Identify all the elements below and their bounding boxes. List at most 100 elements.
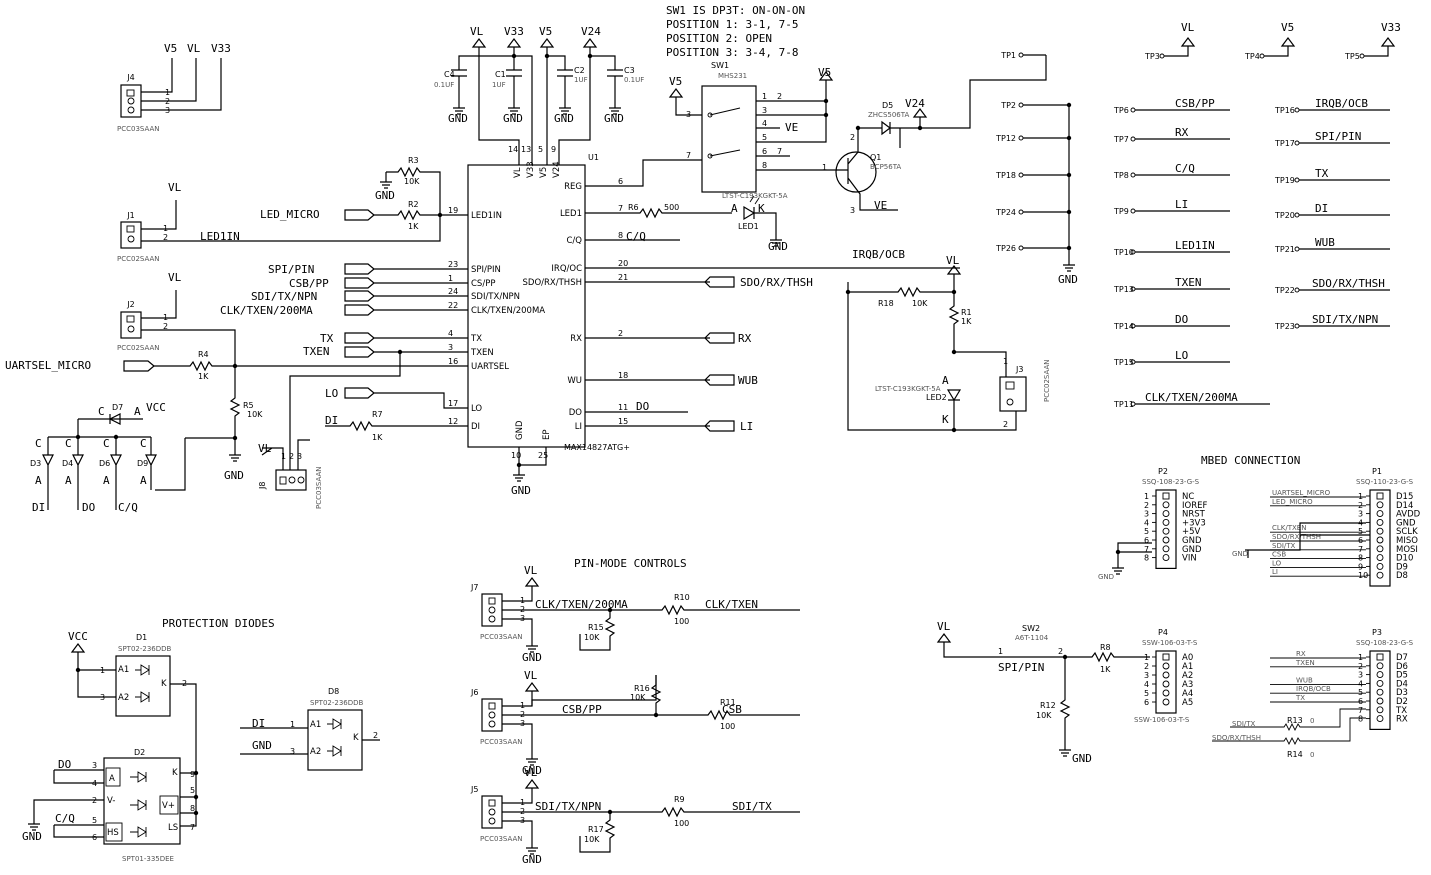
pm-series-r-ref: R10 xyxy=(674,593,690,602)
supply-tp-wire xyxy=(1364,37,1396,57)
pm-connector-pin xyxy=(488,720,496,728)
svg-text:V+: V+ xyxy=(162,801,175,811)
p2-pin xyxy=(1162,545,1170,553)
led1in-net: LED1IN xyxy=(200,230,240,243)
signal-tp-ref: TP15 xyxy=(1113,358,1134,367)
signal-tp-ref: TP11 xyxy=(1113,400,1134,409)
svg-text:V5: V5 xyxy=(669,75,682,88)
u1-left-pin-num: 3 xyxy=(448,343,453,352)
p4-pin-label: A3 xyxy=(1182,680,1193,690)
p3-pin-num: 2 xyxy=(1358,662,1363,671)
signal-tp-pad xyxy=(1130,136,1136,142)
svg-text:3: 3 xyxy=(850,206,855,215)
supply-tp-wire xyxy=(1164,37,1196,57)
svg-text:5: 5 xyxy=(538,145,543,154)
p2-pin-num: 3 xyxy=(1144,510,1149,519)
svg-text:A1: A1 xyxy=(118,665,129,675)
j4-connector: J4 PCC03SAAN 1 2 3 V5 VL V33 xyxy=(117,42,231,133)
svg-text:R18: R18 xyxy=(878,299,894,308)
svg-text:9: 9 xyxy=(190,770,195,779)
signal-tp-ref: TP9 xyxy=(1113,207,1129,216)
j4-vl-label: VL xyxy=(187,42,201,55)
p1-pin-num: 5 xyxy=(1358,527,1363,536)
svg-text:V24: V24 xyxy=(581,25,601,38)
pm-series-r-ref: R11 xyxy=(720,698,736,707)
p2-connector: P2SSQ-108-23-G-SNC1IOREF2NRST3+3V34+5V5G… xyxy=(1098,467,1207,581)
r13-ref: R13 xyxy=(1287,716,1303,725)
svg-text:GND: GND xyxy=(554,112,574,125)
gnd-tp-pad xyxy=(1018,245,1024,251)
signal-tp-ref: TP13 xyxy=(1113,285,1134,294)
p4-pin-num: 3 xyxy=(1144,671,1149,680)
svg-text:10K: 10K xyxy=(247,410,263,419)
svg-text:1: 1 xyxy=(998,647,1003,656)
p2-ref: P2 xyxy=(1158,467,1168,476)
svg-text:DO: DO xyxy=(636,400,649,413)
svg-text:VL: VL xyxy=(513,167,523,178)
p3-pin-label: D2 xyxy=(1396,697,1408,707)
u1-right-pin-name: WU xyxy=(567,376,582,386)
p3-pin-label: TX xyxy=(1395,706,1407,716)
p3-pin-num: 5 xyxy=(1358,688,1363,697)
svg-text:RX: RX xyxy=(738,332,752,345)
svg-text:MAX14827ATG+: MAX14827ATG+ xyxy=(564,443,630,452)
pm-net-right: CSB xyxy=(722,703,742,716)
p4-body xyxy=(1155,650,1177,714)
signal-tp-pad xyxy=(1294,107,1300,113)
irq-led-network: R18 10K VL R1 1K A K LED2 LTST-C193KGKT-… xyxy=(845,254,1051,433)
signal-tp-net: SDI/TX/NPN xyxy=(1312,313,1378,326)
q1-transistor: Q1 BCP56TA VE 1 2 3 D5 ZHCS506TA V24 xyxy=(822,55,1047,215)
svg-text:LS: LS xyxy=(168,823,178,833)
p1-gnd-wire xyxy=(1245,522,1370,558)
gnd-tp-pad xyxy=(1018,172,1024,178)
svg-text:CSB/PP: CSB/PP xyxy=(289,277,329,290)
signal-tp-net: LED1IN xyxy=(1175,239,1215,252)
u1-left-pin-num: 17 xyxy=(448,399,458,408)
p4-pin1 xyxy=(1162,653,1170,661)
supply-tp-wire xyxy=(1264,37,1296,57)
gnd-tp-pad xyxy=(1018,102,1024,108)
svg-text:6: 6 xyxy=(92,833,97,842)
pm-gnd-wire xyxy=(502,820,538,855)
svg-text:1K: 1K xyxy=(198,372,209,381)
p4-part: SSW-106-03-T-S xyxy=(1142,639,1198,647)
pm-connector-pin xyxy=(488,606,496,614)
svg-text:SDO/RX/THSH: SDO/RX/THSH xyxy=(740,276,813,289)
svg-text:LTST-C193KGKT-5A: LTST-C193KGKT-5A xyxy=(722,192,788,200)
p2-pin-num: 4 xyxy=(1144,518,1149,527)
signal-tp-net: TX xyxy=(1315,167,1329,180)
pm-signal-wire xyxy=(502,709,800,721)
pm-connector-pin xyxy=(488,615,496,623)
u1-right-pin-num: 7 xyxy=(618,204,623,213)
svg-text:TX: TX xyxy=(320,332,334,345)
svg-text:VL: VL xyxy=(168,181,182,194)
p2-pin xyxy=(1162,536,1170,544)
p1-net-label: SDI/TX xyxy=(1272,542,1296,550)
esd-diode-array: VCC D7 C A D3 C A DI D4 C A DO D6 C A C/… xyxy=(30,401,166,514)
pm-pull-val: 10K xyxy=(584,633,600,642)
p3-pin-label: RX xyxy=(1396,715,1408,725)
pm-vl-arrow xyxy=(524,682,540,692)
pm-vl-wire xyxy=(502,788,533,804)
svg-text:V33: V33 xyxy=(526,161,536,178)
svg-text:R4: R4 xyxy=(198,350,209,359)
p1-pin-num: 9 xyxy=(1358,562,1363,571)
p4-pin xyxy=(1162,662,1170,670)
signal-tp-ref: TP6 xyxy=(1113,106,1129,115)
u1-body xyxy=(467,164,586,448)
j4-v5-label: V5 xyxy=(164,42,177,55)
svg-text:4: 4 xyxy=(92,779,97,788)
svg-text:1: 1 xyxy=(1003,357,1008,366)
svg-text:IRQB/OCB: IRQB/OCB xyxy=(852,248,905,261)
p2-pin-num: 8 xyxy=(1144,554,1149,563)
uartsel-network: UARTSEL_MICRO R4 1K R5 10K GND xyxy=(5,350,468,491)
svg-text:10K: 10K xyxy=(912,299,928,308)
svg-text:1: 1 xyxy=(822,163,827,172)
p1-pin xyxy=(1376,501,1384,509)
svg-text:GND: GND xyxy=(604,112,624,125)
svg-text:LTST-C193KGKT-5A: LTST-C193KGKT-5A xyxy=(875,385,941,393)
svg-text:SW1: SW1 xyxy=(711,61,729,70)
gnd-bus xyxy=(1023,54,1075,272)
p3-pin-num: 8 xyxy=(1358,715,1363,724)
